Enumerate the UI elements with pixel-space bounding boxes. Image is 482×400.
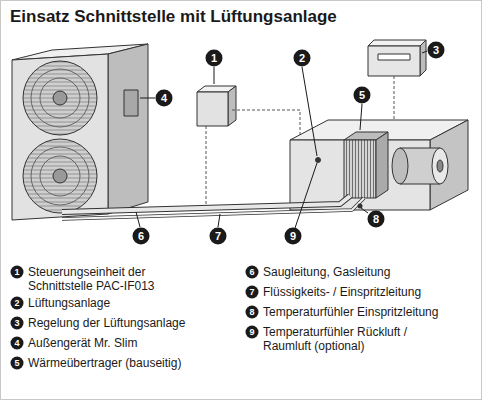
key-text: Temperaturfühler Einspritzleitung xyxy=(263,305,475,319)
key-number: 5 xyxy=(11,357,24,370)
leader-lines xyxy=(136,51,427,228)
key-number: 3 xyxy=(11,317,24,330)
refrigerant-pipes xyxy=(62,196,364,219)
key-number: 1 xyxy=(11,266,24,279)
outdoor-unit xyxy=(12,44,148,220)
callout-number: 6 xyxy=(133,228,150,245)
callout-number: 5 xyxy=(354,87,371,104)
callout-number: 1 xyxy=(206,50,223,67)
callout-number: 4 xyxy=(156,90,173,107)
key-number: 6 xyxy=(246,266,259,279)
key-text: Regelung der Lüftungsanlage xyxy=(28,316,238,330)
key-number: 9 xyxy=(246,326,259,339)
key-text: Steuerungseinheit der Schnittstelle PAC-… xyxy=(28,265,198,293)
callout-number: 9 xyxy=(285,228,302,245)
callout-number: 7 xyxy=(210,228,227,245)
diagram-title: Einsatz Schnittstelle mit Lüftungsanlage xyxy=(10,7,337,27)
key-text: Saugleitung, Gasleitung xyxy=(263,265,475,279)
key-number: 2 xyxy=(11,297,24,310)
callout-number: 3 xyxy=(428,42,445,59)
key-text: Flüssigkeits- / Einspritzleitung xyxy=(263,285,475,299)
callout-number: 2 xyxy=(294,50,311,67)
key-text: Wärmeübertrager (bauseitig) xyxy=(28,356,238,370)
interface-control-box xyxy=(197,86,236,126)
key-number: 4 xyxy=(11,337,24,350)
key-number: 8 xyxy=(246,306,259,319)
key-text: Außengerät Mr. Slim xyxy=(28,336,238,350)
ventilation-controller xyxy=(368,40,426,76)
key-text: Lüftungsanlage xyxy=(28,296,228,310)
key-number: 7 xyxy=(246,286,259,299)
key-text: Temperaturfühler Rückluft / Raumluft (op… xyxy=(263,325,448,353)
callout-number: 8 xyxy=(368,211,385,228)
